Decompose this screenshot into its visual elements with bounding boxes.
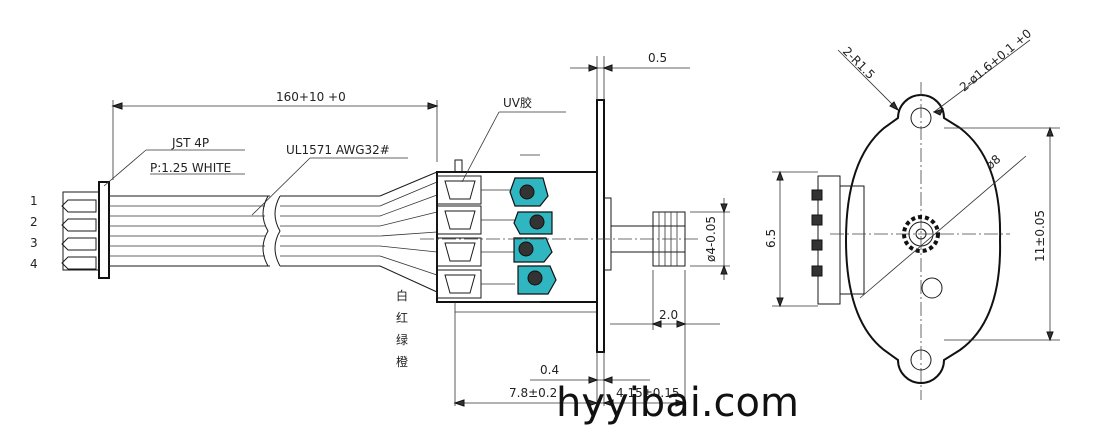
- jst-connector: 1 2 3 4: [30, 181, 110, 279]
- dim-cable-length: 160+10 +0: [111, 90, 439, 180]
- wire-color-green: 绿: [396, 332, 408, 347]
- leader-body-diameter: ø8: [859, 152, 1027, 299]
- plate-gap-label: 0.4: [540, 363, 559, 377]
- wire-spec-label: UL1571 AWG32#: [286, 143, 390, 157]
- pin-number-3: 3: [30, 236, 38, 250]
- mount-span-label: 11±0.05: [1033, 210, 1047, 262]
- pin-number-1: 1: [30, 194, 38, 208]
- shaft-dia-label: ø4-0.05: [704, 216, 718, 262]
- solder-points: [509, 177, 557, 295]
- terminal-block: [436, 175, 515, 299]
- shaft-length-label: 4.15±0.15: [616, 386, 680, 400]
- dim-pin-span: 6.5: [764, 170, 818, 308]
- body-length-label: 7.8±0.2: [509, 386, 557, 400]
- wire-color-orange: 橙: [396, 354, 408, 369]
- pitch-label: P:1.25 WHITE: [150, 161, 231, 175]
- dim-lengths: 0.4 7.8±0.2 4.15±0.15: [453, 312, 687, 407]
- motor-front-view: [811, 82, 1010, 400]
- connector-label: JST 4P: [171, 136, 209, 150]
- plate-thickness-label: 0.5: [648, 51, 667, 65]
- dim-shaft-diameter: ø4-0.05: [690, 198, 730, 280]
- wire-color-white: 白: [396, 288, 408, 303]
- cable-length-label: 160+10 +0: [276, 90, 346, 104]
- leader-uv-glue: UV胶: [461, 95, 566, 183]
- connector-pin-slots: [61, 199, 97, 270]
- leader-mount-radius: 2-R1.5: [837, 44, 900, 112]
- wire-color-red: 红: [396, 310, 408, 325]
- pin-span-label: 6.5: [764, 229, 778, 248]
- leader-connector: JST 4P P:1.25 WHITE: [103, 136, 245, 187]
- uv-glue-label: UV胶: [503, 95, 532, 110]
- pin-number-4: 4: [30, 257, 38, 271]
- mount-radius-label: 2-R1.5: [840, 44, 878, 82]
- motor-side-view: [420, 99, 700, 353]
- leader-hole-diameter: 2-ø1.6+0.1 +0: [932, 26, 1034, 116]
- pin-number-2: 2: [30, 215, 38, 229]
- body-dia-label: ø8: [983, 152, 1003, 172]
- gear-offset-label: 2.0: [659, 308, 678, 322]
- dim-gear-offset: 2.0: [610, 270, 720, 330]
- hole-dia-label: 2-ø1.6+0.1 +0: [957, 26, 1034, 94]
- dim-plate-thickness: 0.5: [570, 51, 690, 100]
- leader-wire: UL1571 AWG32#: [251, 143, 408, 216]
- dim-mount-span: 11±0.05: [944, 126, 1060, 342]
- watermark-text: hyyibai.com: [556, 380, 799, 426]
- wire-color-legend: 白 红 绿 橙: [396, 288, 408, 369]
- cable-bundle: [109, 171, 438, 293]
